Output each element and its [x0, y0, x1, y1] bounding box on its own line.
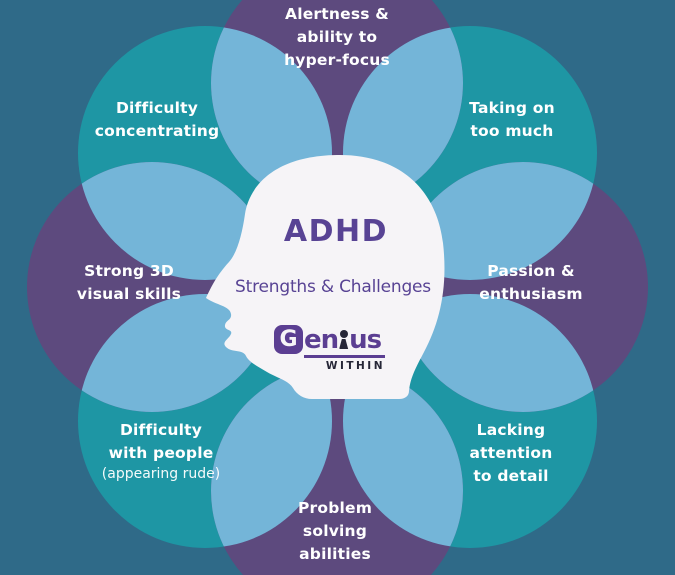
overlap-lens — [211, 26, 332, 209]
keyhole-icon — [339, 330, 349, 349]
overlap-lens — [343, 365, 463, 548]
logo-within-text: WITHIN — [325, 360, 385, 372]
logo-text-post: us — [349, 325, 382, 355]
logo-text-pre: en — [304, 325, 339, 355]
logo-underline — [304, 355, 385, 358]
label-difficulty-with-people: Difficulty with people — [108, 421, 214, 462]
label-passion-enthusiasm: Passion & enthusiasm — [479, 262, 583, 303]
head-silhouette-icon — [206, 154, 445, 399]
page-title: ADHD — [283, 214, 389, 249]
label-alertness-hyperfocus: Alertness & ability to hyper-focus — [284, 5, 390, 69]
label-taking-on-too-much: Taking on too much — [469, 99, 555, 140]
label-strong-3d-visual: Strong 3D visual skills — [76, 262, 182, 303]
overlap-lens — [211, 365, 332, 548]
logo-g-icon: G — [274, 325, 303, 354]
label-difficulty-concentrating: Difficulty concentrating — [94, 99, 220, 140]
center-subtitle: Strengths & Challenges — [235, 277, 431, 297]
label-problem-solving: Problem solving abilities — [297, 499, 373, 563]
label-appearing-rude-note: (appearing rude) — [101, 466, 221, 482]
overlap-lens — [343, 26, 463, 209]
label-lacking-attention: Lacking attention to detail — [469, 421, 553, 485]
